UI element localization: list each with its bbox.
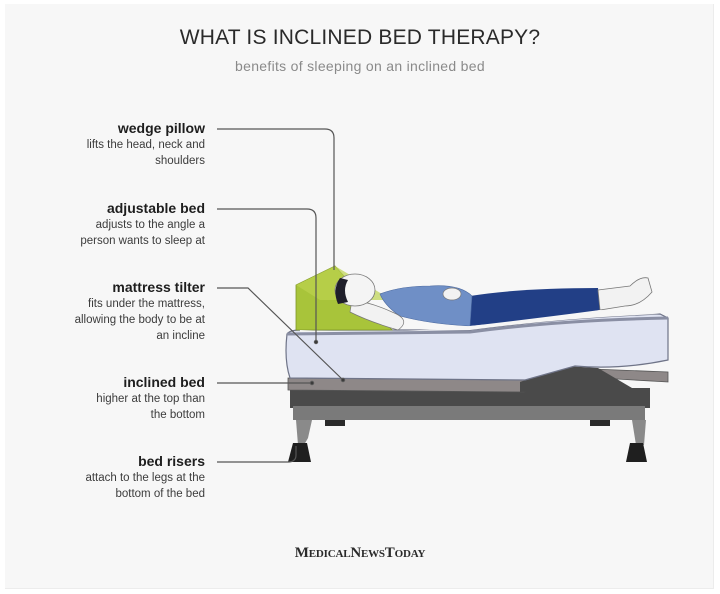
callout-title: wedge pillow xyxy=(117,120,205,136)
callout-description: attach to the legs at the xyxy=(85,472,205,484)
bed-frame xyxy=(290,388,650,445)
callout-description: an incline xyxy=(156,330,205,342)
brand-logo: MedicalNewsToday xyxy=(294,545,426,561)
callout-title: adjustable bed xyxy=(106,200,205,216)
callout-description: shoulders xyxy=(155,155,205,167)
callout-description: higher at the top than xyxy=(96,393,205,405)
pants xyxy=(470,288,600,326)
callout-description: bottom of the bed xyxy=(115,488,205,500)
callout-title: bed risers xyxy=(138,453,205,469)
callout-title: inclined bed xyxy=(123,374,205,390)
callout-description: allowing the body to be at xyxy=(74,314,205,326)
leader-mattress-tilter xyxy=(217,287,344,381)
leader-lines xyxy=(217,128,346,463)
bed-riser-right xyxy=(626,443,647,462)
bed-riser-left xyxy=(288,443,311,462)
leader-wedge-pillow xyxy=(217,128,335,270)
callout-title: mattress tilter xyxy=(112,279,205,295)
callout-description: adjusts to the angle a xyxy=(95,219,205,231)
leader-adjustable-bed xyxy=(217,208,317,342)
callout-description: the bottom xyxy=(150,409,205,421)
page-title: WHAT IS INCLINED BED THERAPY? xyxy=(179,26,541,49)
leader-bed-risers xyxy=(217,446,297,463)
callout-adjustable-bed: adjustable bed adjusts to the angle a pe… xyxy=(0,200,205,249)
page-subtitle: benefits of sleeping on an inclined bed xyxy=(235,58,485,74)
callout-bed-risers: bed risers attach to the legs at the bot… xyxy=(0,453,205,502)
callout-description: lifts the head, neck and xyxy=(86,139,205,151)
person xyxy=(334,273,653,331)
callout-description: fits under the mattress, xyxy=(88,298,205,310)
hair xyxy=(335,278,348,304)
callout-wedge-pillow: wedge pillow lifts the head, neck and sh… xyxy=(0,120,205,169)
callout-description: person wants to sleep at xyxy=(80,235,205,247)
callout-inclined-bed: inclined bed higher at the top than the … xyxy=(0,374,205,423)
bed-leg-left xyxy=(296,420,312,445)
callout-mattress-tilter: mattress tilter fits under the mattress,… xyxy=(0,279,205,344)
bed-leg-right xyxy=(632,420,646,445)
